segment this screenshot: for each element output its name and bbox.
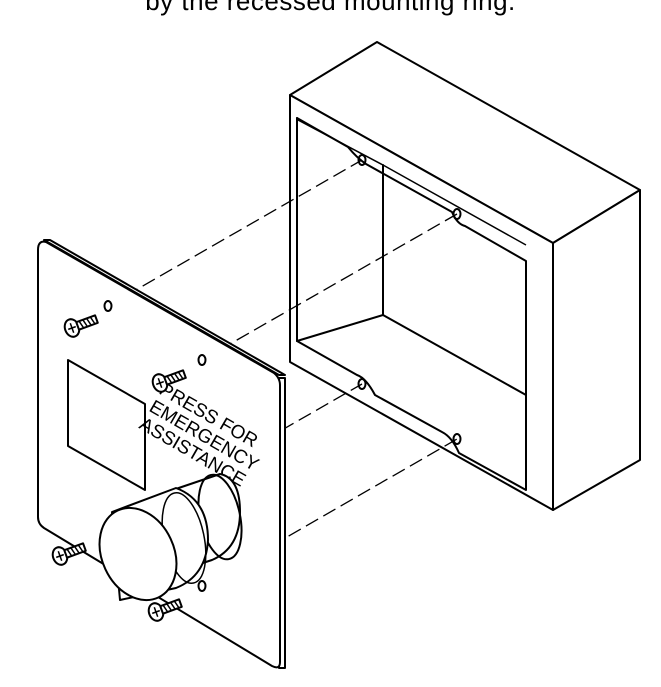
screw-icon <box>151 369 187 393</box>
screw-icon <box>51 542 87 566</box>
plate-hole-top-left <box>103 300 113 312</box>
box-screw-hole-bottom-right <box>452 433 462 445</box>
face-plate-front <box>37 240 281 669</box>
back-box <box>289 41 641 511</box>
alignment-line-1 <box>107 159 363 307</box>
screw-icon <box>147 598 183 622</box>
back-box-side-face <box>552 189 641 511</box>
screw-icon <box>63 314 99 338</box>
push-button-cap-face <box>98 506 178 602</box>
plate-hole-top-right <box>197 354 207 366</box>
box-screw-hole-bottom-left <box>357 378 367 390</box>
back-box-inner-floor-edge <box>382 314 527 396</box>
box-screw-hole-top-left <box>357 154 367 166</box>
plate-hole-bottom-right <box>197 580 207 592</box>
push-button <box>98 473 243 602</box>
mounting-screws <box>51 314 187 622</box>
caption-text: by the recessed mounting ring. <box>145 0 516 16</box>
back-box-front-face <box>289 94 554 511</box>
back-box-rear-wall-edge <box>297 119 527 246</box>
box-screw-hole-top-right <box>452 208 462 220</box>
face-plate: PRESS FOR EMERGENCY ASSISTANCE <box>37 239 286 669</box>
face-plate-window <box>67 359 146 491</box>
alignment-line-2 <box>201 213 458 361</box>
